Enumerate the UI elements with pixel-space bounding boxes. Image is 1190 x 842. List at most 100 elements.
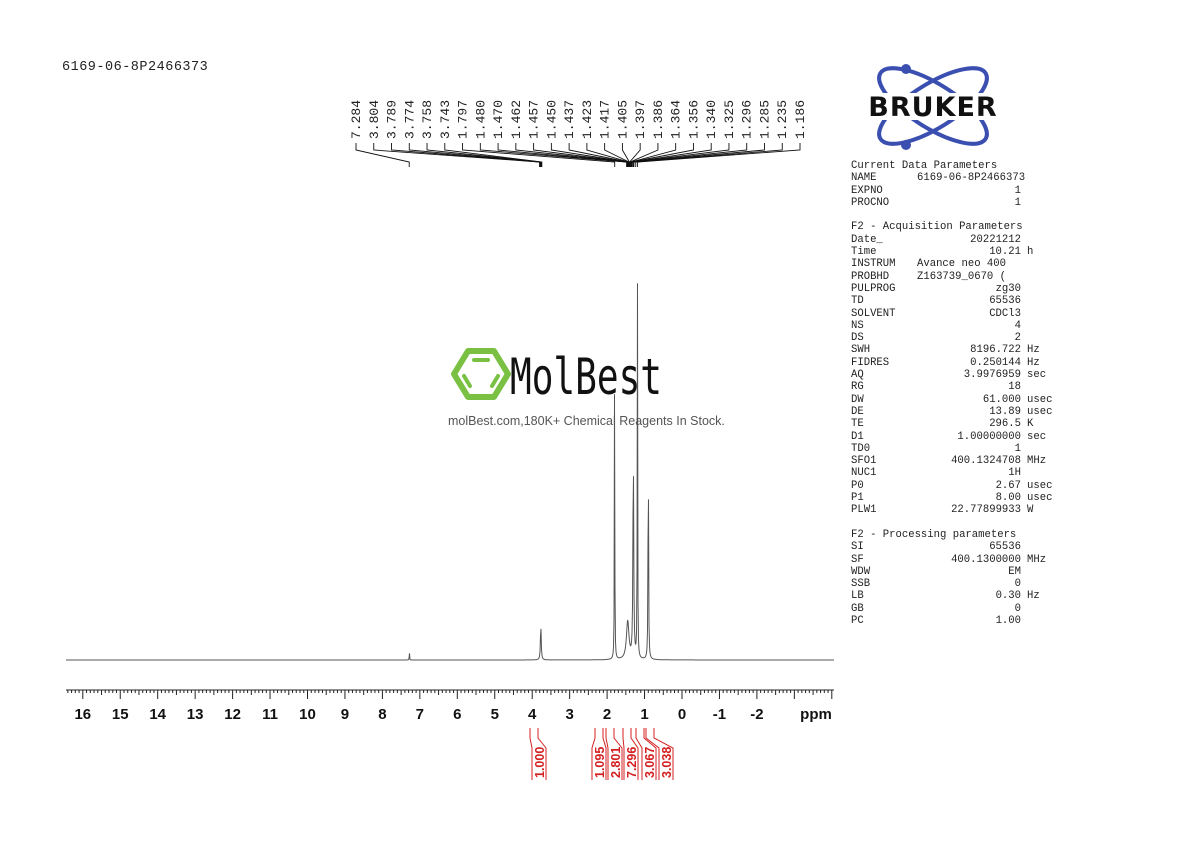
peak-label: 1.480: [473, 100, 488, 139]
param-key: NS: [851, 319, 864, 332]
peak-label: 3.804: [367, 100, 382, 139]
param-value: Z163739_0670 (: [917, 270, 1007, 283]
param-key: DE: [851, 405, 864, 418]
param-value: 1.00: [995, 614, 1021, 627]
param-key: LB: [851, 590, 864, 603]
param-value: 20221212: [970, 233, 1021, 246]
param-key: SFO1: [851, 455, 877, 468]
param-unit: Hz: [1027, 590, 1040, 603]
param-row: Date_20221212: [851, 234, 1052, 246]
peak-label: 3.789: [385, 100, 400, 139]
param-key: D1: [851, 430, 864, 443]
integral-value: 1.095: [593, 747, 607, 778]
peak-label: 7.284: [349, 100, 364, 139]
param-value: 18: [1008, 381, 1021, 394]
param-value: 400.1300000: [951, 553, 1021, 566]
axis-tick-label: 14: [149, 706, 166, 723]
param-value: 4: [1014, 319, 1021, 332]
param-unit: Hz: [1027, 356, 1040, 369]
param-value: 296.5: [989, 418, 1021, 431]
peak-label: 1.450: [544, 100, 559, 139]
integral-value: 1.000: [533, 747, 547, 778]
param-value: 2.67: [995, 479, 1021, 492]
axis-tick-label: 4: [528, 706, 537, 723]
param-key: FIDRES: [851, 356, 890, 369]
peak-label: 1.417: [598, 100, 613, 139]
param-value: 10.21: [989, 246, 1021, 259]
orbit-icon: [877, 66, 989, 146]
param-value: EM: [1008, 565, 1021, 578]
param-unit: sec: [1027, 369, 1047, 382]
param-section-title: F2 - Acquisition Parameters: [851, 221, 1023, 234]
param-unit: W: [1027, 504, 1034, 517]
electron-icon: [901, 140, 911, 150]
param-unit: usec: [1027, 492, 1053, 505]
axis-tick-label: 16: [74, 706, 91, 723]
peak-label: 1.397: [633, 100, 648, 139]
param-key: PROCNO: [851, 196, 890, 209]
integral-value: 3.038: [660, 747, 674, 778]
peak-label: 1.386: [651, 100, 666, 139]
electron-icon: [901, 64, 911, 74]
molbest-logo: MolBest: [451, 348, 662, 406]
peak-label: 3.743: [438, 100, 453, 139]
param-key: Time: [851, 246, 877, 259]
integral-value: 3.067: [643, 747, 657, 778]
param-section-title: Current Data Parameters: [851, 160, 998, 172]
axis-tick-label: -1: [713, 706, 726, 723]
param-value: 1H: [1008, 467, 1021, 480]
bruker-wordmark: BRUKER: [868, 92, 997, 123]
peak-label: 1.296: [740, 100, 755, 139]
param-key: TE: [851, 418, 864, 431]
peak-label: 1.797: [456, 100, 471, 139]
param-key: SWH: [851, 344, 871, 357]
axis-tick-label: 1: [640, 706, 648, 723]
axis-tick-label: 2: [603, 706, 611, 723]
axis-tick-label: -2: [750, 706, 763, 723]
param-value: CDCl3: [989, 307, 1021, 320]
peak-label: 1.462: [509, 100, 524, 139]
param-value: 1: [1014, 184, 1021, 197]
axis-tick-label: 3: [565, 706, 573, 723]
peak-label: 1.340: [704, 100, 719, 139]
axis-tick-label: 5: [491, 706, 499, 723]
peak-label: 1.356: [686, 100, 701, 139]
param-unit: usec: [1027, 393, 1053, 406]
param-key: INSTRUM: [851, 258, 896, 271]
benzene-ring-icon: [451, 348, 511, 400]
peak-label: 1.457: [527, 100, 542, 139]
param-unit: sec: [1027, 430, 1047, 443]
molbest-tagline: molBest.com,180K+ Chemical Reagents In S…: [448, 414, 725, 428]
param-value: 400.1324708: [951, 455, 1021, 468]
axis-tick-label: 8: [378, 706, 386, 723]
param-key: PULPROG: [851, 282, 896, 295]
axis-tick-label: 6: [453, 706, 461, 723]
axis-tick-label: 15: [112, 706, 129, 723]
param-key: NAME: [851, 172, 877, 185]
axis-unit-label: ppm: [800, 706, 832, 723]
sample-id: 6169-06-8P2466373: [62, 60, 209, 75]
peak-label: 1.235: [775, 100, 790, 139]
param-key: TD: [851, 295, 864, 308]
param-value: 6169-06-8P2466373: [917, 172, 1026, 185]
param-value: 0.30: [995, 590, 1021, 603]
param-key: SF: [851, 553, 864, 566]
param-row: NS 4: [851, 320, 1052, 332]
